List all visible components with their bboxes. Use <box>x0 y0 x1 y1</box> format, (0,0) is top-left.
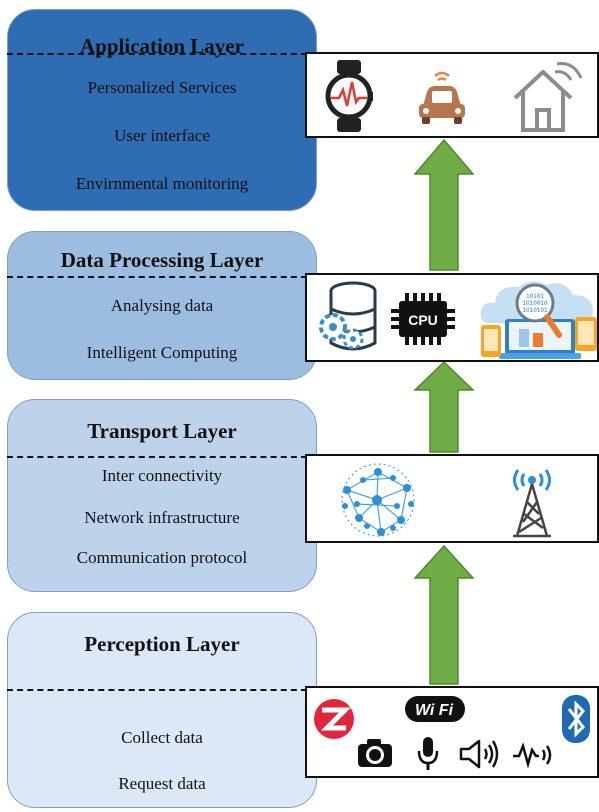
perception-item-collect-data: Collect data <box>121 728 203 747</box>
cpu-chip-icon: CPU <box>391 293 455 345</box>
connected-car-icon <box>419 71 465 124</box>
data-processing-layer-title: Data Processing Layer <box>60 248 264 272</box>
transport-item-network-infrastructure: Network infrastructure <box>84 508 240 527</box>
perception-icons-box: Wi Fi <box>305 686 599 778</box>
speaker-icon <box>459 739 499 769</box>
database-gears-icon <box>319 281 377 351</box>
transport-item-communication-protocol: Communication protocol <box>76 548 248 567</box>
transport-item-inter-connectivity: Inter connectivity <box>101 466 223 485</box>
bluetooth-icon <box>562 695 590 743</box>
sensor-wave-icon <box>513 742 552 768</box>
perception-layer-title: Perception Layer <box>84 632 240 656</box>
data-processing-layer-divider <box>7 276 307 278</box>
perception-layer-box: Perception Layer Collect data Request da… <box>7 612 317 808</box>
processing-icons-box: CPU 10101 1010010 1010101 <box>305 273 599 362</box>
application-item-user-interface: User interface <box>114 126 210 145</box>
up-arrow-top <box>413 138 475 271</box>
cloud-devices-icon: 10101 1010010 1010101 <box>480 281 597 359</box>
application-item-personalized-services: Personalized Services <box>87 78 237 97</box>
transport-icons-box <box>305 454 599 543</box>
wifi-label: Wi Fi <box>415 702 454 719</box>
up-arrow-middle <box>413 360 475 453</box>
smartwatch-heartbeat-icon <box>325 60 373 132</box>
wifi-icon: Wi Fi <box>405 696 465 722</box>
up-arrow-bottom <box>413 544 475 685</box>
data-processing-layer-box: Data Processing Layer Analysing data Int… <box>7 231 317 380</box>
transport-layer-box: Transport Layer Inter connectivity Netwo… <box>7 399 317 592</box>
microphone-icon <box>417 737 439 770</box>
camera-icon <box>358 739 392 767</box>
binary-line-1: 10101 <box>526 293 544 300</box>
network-globe-icon <box>341 463 415 537</box>
transport-layer-title: Transport Layer <box>87 419 237 443</box>
application-icons-box <box>305 52 599 138</box>
binary-line-2: 1010010 <box>522 300 548 307</box>
smart-home-icon <box>513 62 583 132</box>
application-item-environmental-monitoring: Envirnmental monitoring <box>75 174 249 193</box>
zigbee-icon <box>314 699 354 739</box>
cpu-label: CPU <box>408 312 438 328</box>
application-layer-title: Application Layer <box>80 34 244 58</box>
perception-layer-divider <box>7 689 307 691</box>
transport-layer-divider <box>7 456 307 458</box>
application-layer-box: Application Layer Personalized Services … <box>7 9 317 211</box>
cell-tower-icon <box>513 469 551 538</box>
processing-item-analysing-data: Analysing data <box>110 296 214 315</box>
perception-item-request-data: Request data <box>118 774 206 793</box>
application-layer-divider <box>7 53 307 55</box>
processing-item-intelligent-computing: Intelligent Computing <box>86 343 238 362</box>
binary-line-3: 1010101 <box>522 307 548 314</box>
